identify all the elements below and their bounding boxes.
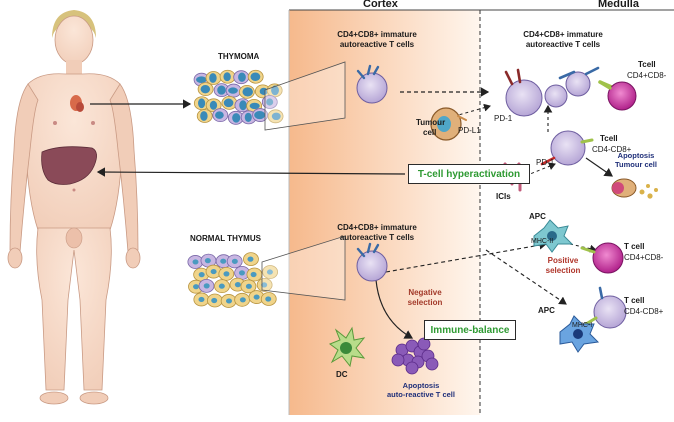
dc-label: DC — [336, 370, 348, 379]
hyperactivation-box: T-cell hyperactivation — [408, 164, 530, 184]
pd1-top-label: PD-1 — [494, 114, 513, 123]
mhc2-label: MHC-II — [531, 238, 554, 245]
pd1-mid-label: PD-1 — [536, 158, 555, 167]
tcell-top-label-line1: Tcell — [638, 60, 656, 69]
arrow-tcell-to-apoptosis — [585, 157, 613, 177]
apoptosis-auto-label-line2: auto-reactive T cell — [387, 390, 455, 399]
arrow-to-cd8-tcell — [485, 249, 567, 305]
thymoma-cluster-icon — [193, 69, 284, 125]
positive-selection-label-line1: Positive — [547, 256, 579, 265]
tcell-low-label-line2: CD4+CD8- — [624, 253, 664, 262]
immature-bottom-label-line2: autoreactive T cells — [339, 233, 415, 242]
immature-top-label-line2: autoreactive T cells — [339, 40, 415, 49]
normal-thymus-cluster-icon — [187, 252, 279, 308]
tcell-cd4-low — [580, 242, 624, 274]
arrow-negative-selection — [375, 279, 414, 339]
arrow-hyperactivation-to-liver — [96, 167, 406, 177]
mhc1-label: MHC-I — [572, 322, 593, 329]
apc-bottom-icon — [559, 315, 600, 353]
negative-selection-label-line2: selection — [407, 298, 443, 307]
apc-top-icon — [533, 219, 574, 253]
apoptosis-tumour-label-line2: Tumour cell — [615, 160, 657, 169]
apc-top-label: APC — [529, 212, 546, 221]
tcell-mid-label-line1: Tcell — [600, 134, 618, 143]
immature-medulla-label-line1: CD4+CD8+ immature — [523, 30, 603, 39]
apoptosis-auto-label-line1: Apoptosis — [402, 381, 440, 390]
cortex-header: Cortex — [363, 0, 398, 10]
tcell-low-label-line1: T cell — [624, 242, 645, 251]
positive-selection-label-line2: selection — [545, 266, 581, 275]
human-figure — [7, 10, 141, 405]
dendritic-cell-icon — [328, 326, 366, 368]
apc-bottom-label: APC — [538, 306, 555, 315]
apoptotic-tumour-icon — [611, 178, 658, 199]
immature-tcell-bottom — [356, 242, 388, 282]
medulla-immature-cluster — [504, 66, 616, 117]
arrow-to-positive-selection — [385, 240, 548, 273]
tcell-mid-label-line2: CD4-CD8+ — [592, 145, 632, 154]
tcell-top-label-line2: CD4+CD8- — [627, 71, 667, 80]
medulla-header: Medulla — [598, 0, 639, 10]
tcell-cd8-mid — [540, 130, 594, 166]
immature-bottom-label-line1: CD4+CD8+ immature — [337, 223, 417, 232]
apoptotic-tcell-icon — [391, 337, 439, 375]
cortex-panel — [289, 10, 480, 415]
zoom-cone-top — [264, 61, 346, 131]
thymoma-label: THYMOMA — [218, 52, 260, 61]
tumour-cell-label-line2: cell — [423, 128, 437, 137]
apoptosis-tumour-label-line1: Apoptosis — [617, 151, 655, 160]
icis-label: ICIs — [496, 192, 511, 201]
immature-top-label-line1: CD4+CD8+ immature — [337, 30, 417, 39]
tcell-bottom-label-line2: CD4-CD8+ — [624, 307, 664, 316]
immature-medulla-label-line2: autoreactive T cells — [525, 40, 601, 49]
immune-balance-box: Immune-balance — [424, 320, 516, 340]
tcell-bottom-label-line1: T cell — [624, 296, 645, 305]
pdl1-label: PD-L1 — [458, 126, 481, 135]
zoom-cone-bottom — [261, 235, 346, 301]
tcell-cd8-bottom — [584, 286, 627, 329]
tumour-cell-label-line1: Tumour — [416, 118, 446, 127]
tcell-cd4-top — [598, 80, 637, 111]
immature-tcell-top — [356, 64, 388, 104]
negative-selection-label-line1: Negative — [408, 288, 442, 297]
normal-thymus-label: NORMAL THYMUS — [190, 234, 261, 243]
tumour-cell — [430, 107, 467, 141]
liver-icon — [41, 146, 97, 185]
thymus-organ-icon — [70, 95, 84, 112]
